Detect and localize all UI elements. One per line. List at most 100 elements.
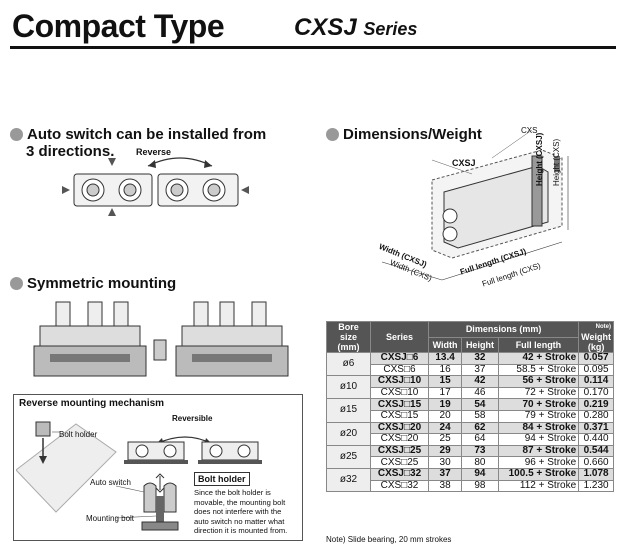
reversible-label: Reversible: [172, 414, 213, 423]
full-length-cell: 79 + Stroke: [497, 409, 580, 423]
bolt-holder-part: [35, 421, 51, 437]
height-cxs-label: Height (CXS): [552, 138, 561, 186]
full-length-cell: 94 + Stroke: [497, 433, 580, 446]
width-cell: 30: [427, 456, 463, 469]
width-cell: 17: [427, 386, 463, 400]
width-cell: 19: [427, 398, 463, 411]
series-title: CXSJ Series: [294, 14, 417, 42]
series-cell: CXSJ□15: [370, 398, 429, 411]
cxsj-label: CXSJ: [452, 158, 476, 168]
symmetric-mounting-diagram: [33, 301, 289, 377]
cylinder-right: [175, 301, 289, 377]
series-cell: CXS□6: [370, 363, 429, 377]
series-code: CXSJ: [294, 14, 357, 41]
weight-cell: 1.230: [578, 479, 614, 493]
full-length-cell: 42 + Stroke: [497, 352, 580, 365]
height-cell: 94: [461, 467, 499, 481]
full-length-cell: 87 + Stroke: [497, 444, 580, 458]
weight-cell: 1.078: [578, 467, 614, 481]
height-cell: 62: [461, 421, 499, 435]
rail-drawing: [16, 423, 117, 513]
weight-cell: 0.170: [578, 386, 614, 400]
height-cell: 37: [461, 363, 499, 377]
bullet-icon: [10, 128, 23, 142]
reverse-arrow: [147, 157, 213, 167]
weight-cell: 0.280: [578, 409, 614, 423]
dimensions-drawing: [381, 130, 569, 281]
weight-cell: 0.371: [578, 421, 614, 435]
weight-cell: 0.057: [578, 352, 614, 365]
spec-table: Bore size (mm) Series Dimensions (mm) No…: [326, 321, 614, 493]
full-length-cell: 70 + Stroke: [497, 398, 580, 411]
bore-cell: ø20: [326, 421, 371, 446]
title-rule: [10, 46, 616, 49]
reverse-label: Reverse: [136, 147, 172, 157]
auto-switch-label: Auto switch: [90, 478, 131, 487]
width-cell: 15: [427, 375, 463, 388]
mounting-bolt-label: Mounting bolt: [86, 514, 135, 523]
page-title: Compact Type: [12, 8, 225, 44]
series-cell: CXS□20: [370, 433, 429, 446]
cylinder-left: [33, 301, 147, 377]
height-cell: 32: [461, 352, 499, 365]
series-cell: CXSJ□6: [370, 352, 429, 365]
mechanism-box: [13, 394, 303, 541]
weight-cell: 0.440: [578, 433, 614, 446]
full-length-cell: 100.5 + Stroke: [497, 467, 580, 481]
width-cell: 25: [427, 433, 463, 446]
col-width: Width: [427, 336, 463, 353]
series-cell: CXS□32: [370, 479, 429, 493]
series-cell: CXS□15: [370, 409, 429, 423]
col-full-length: Full length: [497, 336, 580, 353]
height-cell: 58: [461, 409, 499, 423]
full-length-cell: 58.5 + Stroke: [497, 363, 580, 377]
weight-cell: 0.095: [578, 363, 614, 377]
height-cell: 98: [461, 479, 499, 493]
series-cell: CXSJ□25: [370, 444, 429, 458]
bore-cell: ø25: [326, 444, 371, 469]
series-cell: CXSJ□20: [370, 421, 429, 435]
width-cell: 24: [427, 421, 463, 435]
height-cxsj-label: Height (CXSJ): [535, 132, 544, 186]
col-series: Series: [370, 321, 429, 353]
auto-switch-diagram: [62, 157, 249, 216]
full-length-cell: 96 + Stroke: [497, 456, 580, 469]
dimensions-heading: Dimensions/Weight: [326, 126, 482, 144]
callout-text: Since the bolt holder is movable, the mo…: [194, 488, 288, 535]
weight-cell: 0.219: [578, 398, 614, 411]
weight-cell: 0.114: [578, 375, 614, 388]
width-cell: 29: [427, 444, 463, 458]
height-cell: 46: [461, 386, 499, 400]
full-length-cell: 72 + Stroke: [497, 386, 580, 400]
mechanism-title: Reverse mounting mechanism: [19, 398, 165, 409]
full-length-cell: 112 + Stroke: [497, 479, 580, 493]
mechanism-diagram: [16, 421, 262, 531]
bullet-icon: [326, 128, 339, 142]
cxs-label: CXS: [521, 126, 538, 135]
width-cell: 20: [427, 409, 463, 423]
col-bore: Bore size (mm): [326, 321, 371, 353]
series-cell: CXSJ□10: [370, 375, 429, 388]
series-cell: CXS□10: [370, 386, 429, 400]
symmetric-heading: Symmetric mounting: [10, 275, 176, 293]
weight-cell: 0.660: [578, 456, 614, 469]
col-height: Height: [461, 336, 499, 353]
bolt-holder-label: Bolt holder: [59, 430, 98, 439]
table-note: Note) Slide bearing, 20 mm strokes: [326, 535, 452, 544]
series-cell: CXS□25: [370, 456, 429, 469]
col-weight: Note) Weight (kg): [578, 321, 614, 353]
height-cell: 80: [461, 456, 499, 469]
arrow-icon: [62, 186, 70, 194]
